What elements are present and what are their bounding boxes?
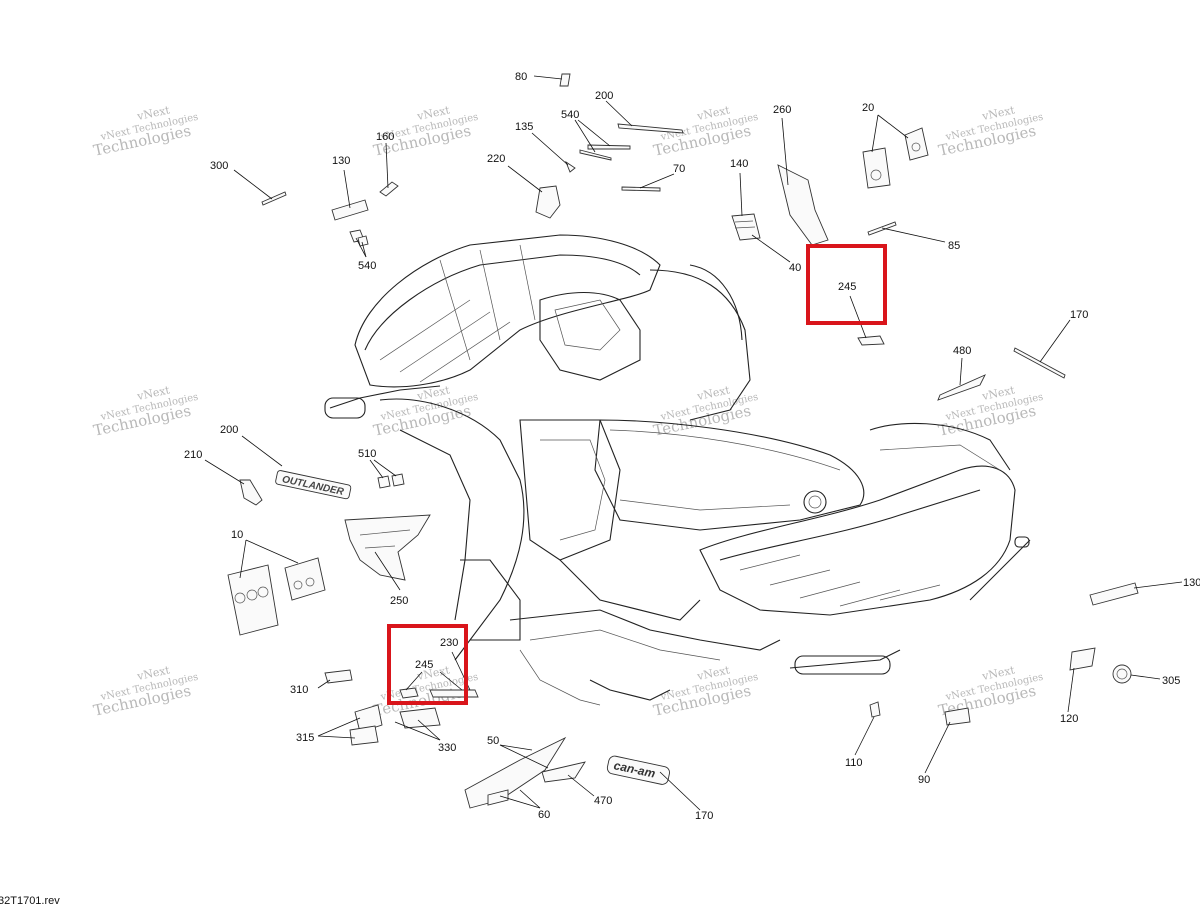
watermark: vNext vNext Technologies Technologies [937, 663, 1045, 719]
part-540-decal-b [579, 149, 612, 161]
callout-305: 305 [1162, 675, 1180, 687]
part-170-stripe [1013, 347, 1066, 379]
callout-10: 10 [231, 529, 243, 541]
part-70-decal [621, 186, 661, 192]
callout-245-upper: 245 [838, 281, 856, 293]
watermarks: vNext vNext Technologies Technologies vN… [92, 103, 1045, 719]
part-130-label [331, 199, 369, 221]
part-60-decal [487, 789, 509, 806]
callout-315: 315 [296, 732, 314, 744]
part-310-decal [324, 669, 353, 684]
callout-510: 510 [358, 448, 376, 460]
part-10-label-b [284, 557, 326, 601]
callout-200-left: 200 [220, 424, 238, 436]
watermark: vNext vNext Technologies Technologies [92, 383, 200, 439]
callout-80: 80 [515, 71, 527, 83]
callout-310: 310 [290, 684, 308, 696]
part-260-shield [777, 164, 829, 246]
part-315-decal-b [349, 725, 379, 746]
part-110-decal [869, 701, 881, 718]
callout-120: 120 [1060, 713, 1078, 725]
callout-220: 220 [487, 153, 505, 165]
callout-160: 160 [376, 131, 394, 143]
callout-60: 60 [538, 809, 550, 821]
part-305-badge [1112, 664, 1132, 684]
part-210-decal [239, 479, 263, 506]
callout-480: 480 [953, 345, 971, 357]
watermark: vNext vNext Technologies Technologies [937, 103, 1045, 159]
part-20-label-a [862, 147, 891, 189]
part-80-decal [559, 73, 571, 87]
watermark: vNext vNext Technologies Technologies [372, 103, 480, 159]
part-90-label [944, 707, 971, 726]
part-85-decal [867, 221, 897, 236]
part-510-tag-b [391, 473, 405, 487]
leader-lines [204, 75, 1183, 811]
callout-300: 300 [210, 160, 228, 172]
part-50-decal [464, 736, 567, 809]
part-120-label [1069, 647, 1096, 671]
callout-470: 470 [594, 795, 612, 807]
document-reference: 32T1701.rev [0, 895, 60, 906]
part-540-decal [587, 144, 631, 150]
callout-20: 20 [862, 102, 874, 114]
callout-330: 330 [438, 742, 456, 754]
part-160-decal [379, 181, 399, 197]
part-250-panel [344, 514, 431, 581]
part-480-decal [937, 374, 986, 401]
part-130-label-right [1089, 582, 1139, 606]
callout-130-left: 130 [332, 155, 350, 167]
highlight-box-245-upper[interactable] [806, 244, 887, 325]
callout-170-bottom: 170 [695, 810, 713, 822]
callout-50: 50 [487, 735, 499, 747]
callout-130-right: 130 [1183, 577, 1200, 589]
atv-vehicle-drawing [324, 234, 1031, 706]
part-220-decal [535, 185, 561, 219]
callout-labels: 80 200 540 135 220 70 140 260 20 85 40 2… [184, 71, 1200, 822]
callout-250: 250 [390, 595, 408, 607]
part-315-decal-a [354, 704, 383, 733]
callout-135: 135 [515, 121, 533, 133]
part-170-canam-decal: can-am [606, 755, 670, 785]
callout-70: 70 [673, 163, 685, 175]
callout-260: 260 [773, 104, 791, 116]
highlight-box-245-lower[interactable] [387, 624, 468, 705]
part-330-decal [399, 707, 441, 729]
watermark: vNext vNext Technologies Technologies [652, 663, 760, 719]
callout-210: 210 [184, 449, 202, 461]
part-20-label-b [904, 127, 929, 161]
callout-245-lower: 245 [415, 659, 433, 671]
callout-40: 40 [789, 262, 801, 274]
callout-85: 85 [948, 240, 960, 252]
part-300-decal [261, 191, 287, 206]
callout-170-right: 170 [1070, 309, 1088, 321]
part-230-decal [429, 689, 479, 698]
part-510-tag-a [377, 475, 391, 489]
part-245-decal-lower [399, 687, 419, 699]
part-540-clip-b [357, 235, 369, 247]
callout-540: 540 [561, 109, 579, 121]
callout-540-left: 540 [358, 260, 376, 272]
part-470-decal [541, 761, 586, 783]
callout-200: 200 [595, 90, 613, 102]
part-135-decal [565, 160, 576, 173]
part-140-label [731, 213, 761, 241]
part-245-decal-upper [857, 335, 885, 346]
callout-90: 90 [918, 774, 930, 786]
watermark: vNext vNext Technologies Technologies [92, 663, 200, 719]
part-200-outlander-decal: OUTLANDER [275, 470, 352, 500]
callout-140: 140 [730, 158, 748, 170]
watermark: vNext vNext Technologies Technologies [92, 103, 200, 159]
callout-230: 230 [440, 637, 458, 649]
part-200-decal [617, 123, 684, 134]
watermark: vNext vNext Technologies Technologies [937, 383, 1045, 439]
callout-110: 110 [845, 757, 863, 769]
